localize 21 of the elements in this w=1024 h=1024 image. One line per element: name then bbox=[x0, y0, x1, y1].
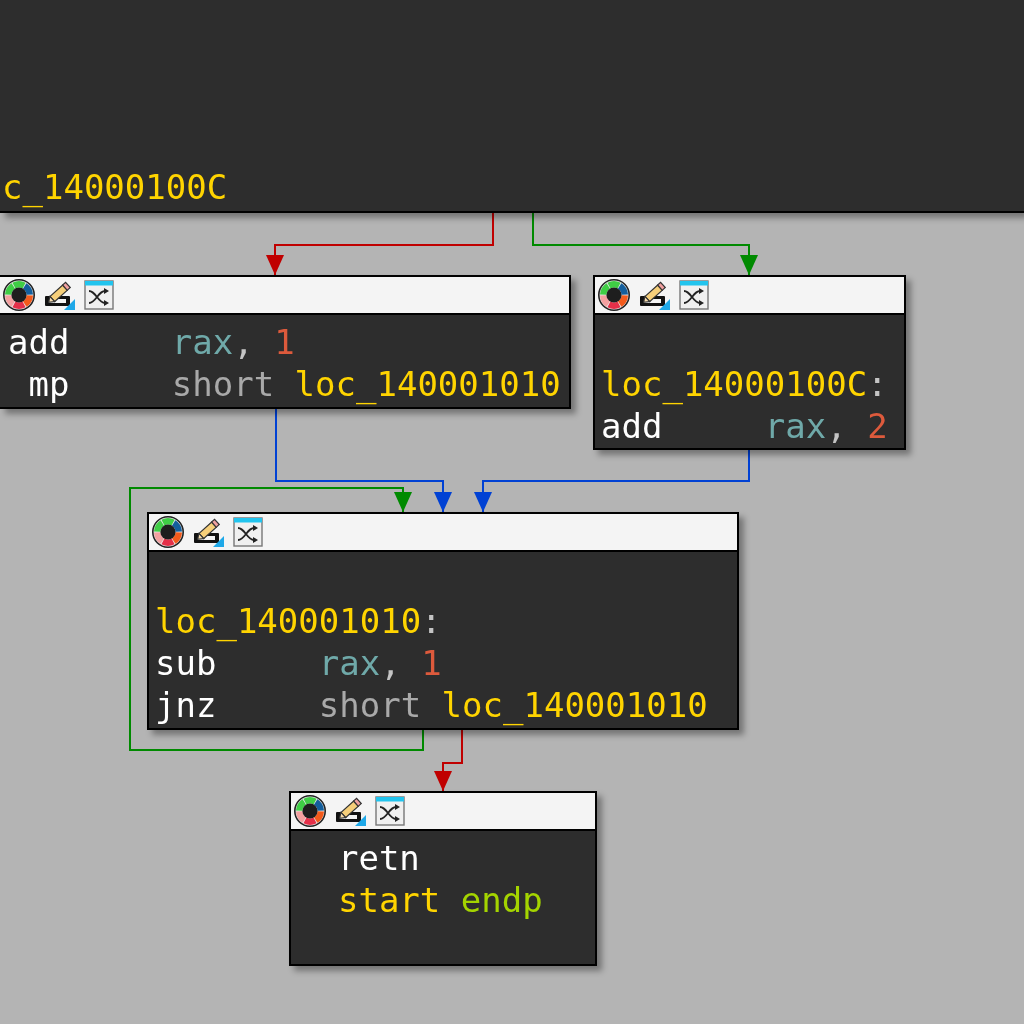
code-block bbox=[289, 791, 597, 966]
code-block bbox=[0, 0, 1024, 213]
branch-arrow bbox=[532, 212, 758, 276]
branch-arrow bbox=[474, 449, 750, 513]
code-line: jnz short loc_140001010 bbox=[155, 684, 708, 726]
code-line: sub rax, 1 bbox=[155, 642, 442, 684]
branch-arrow bbox=[434, 729, 463, 792]
code-line: add rax, 2 bbox=[601, 405, 888, 447]
code-line: c_14000100C bbox=[2, 166, 228, 208]
code-line: retn bbox=[337, 837, 420, 879]
code-block bbox=[147, 512, 739, 730]
branch-arrow bbox=[275, 408, 452, 513]
code-line: mp short loc_140001010 bbox=[28, 363, 561, 405]
branch-arrow bbox=[129, 487, 424, 751]
code-block bbox=[593, 275, 906, 450]
code-block bbox=[0, 275, 571, 409]
code-line: loc_140001010: bbox=[155, 600, 442, 642]
code-line: add rax, 1 bbox=[8, 321, 295, 363]
branch-arrow bbox=[266, 212, 494, 276]
code-line: loc_14000100C: bbox=[601, 363, 888, 405]
code-line: start endp bbox=[337, 879, 543, 921]
